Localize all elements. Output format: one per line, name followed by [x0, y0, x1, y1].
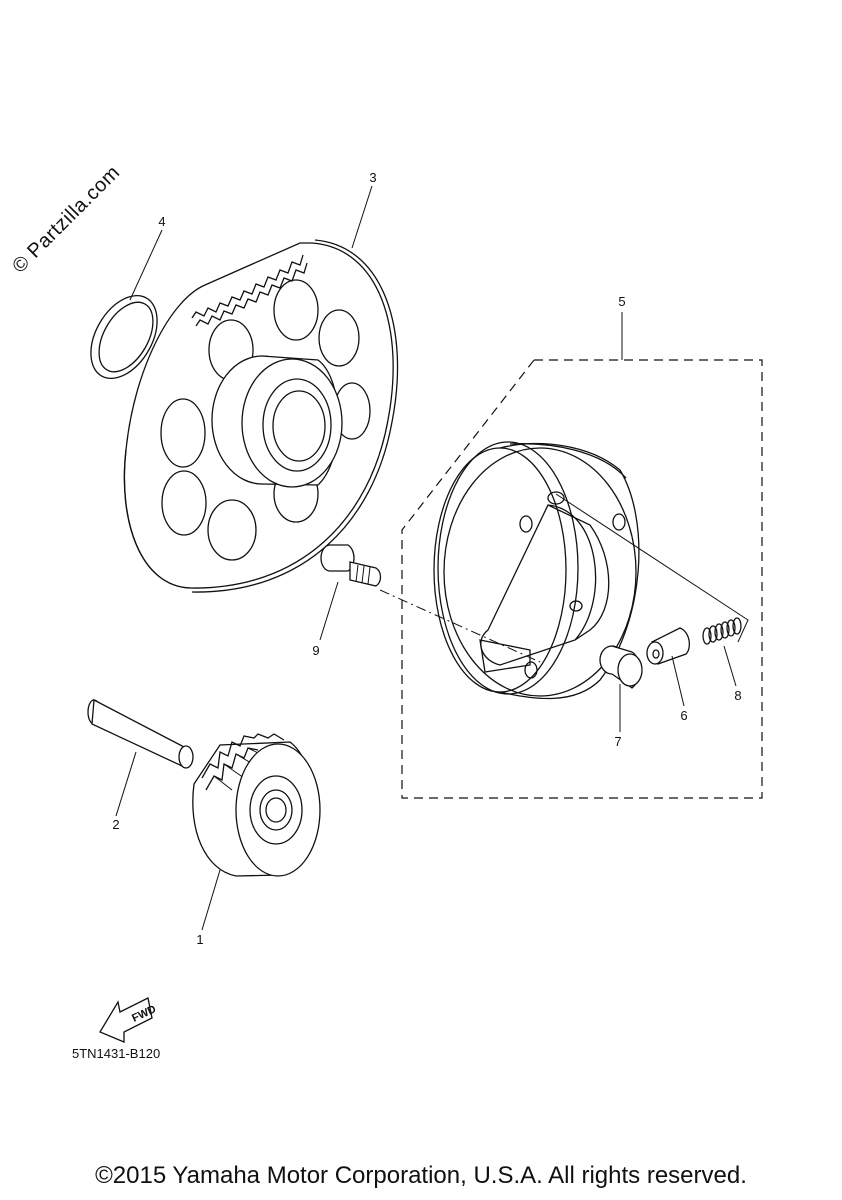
- callout-7[interactable]: 7: [614, 734, 621, 749]
- callout-8[interactable]: 8: [734, 688, 741, 703]
- copyright-notice: ©2015 Yamaha Motor Corporation, U.S.A. A…: [95, 1162, 747, 1189]
- leader-4: [129, 229, 163, 301]
- leader-9: [319, 581, 339, 641]
- part-4-washer[interactable]: [77, 284, 170, 390]
- part-1-idler-gear[interactable]: [192, 733, 321, 877]
- part-5-assembly-boundary: [401, 359, 763, 799]
- part-5-one-way-clutch[interactable]: [433, 441, 640, 700]
- callout-5[interactable]: 5: [618, 294, 625, 309]
- callout-9[interactable]: 9: [312, 643, 319, 658]
- part-3-starter-wheel-gear[interactable]: [123, 239, 399, 593]
- leader-1: [201, 869, 221, 931]
- bolt-axis: [379, 589, 541, 663]
- callout-3[interactable]: 3: [369, 170, 376, 185]
- part-7-roller[interactable]: [599, 645, 643, 689]
- callout-6[interactable]: 6: [680, 708, 687, 723]
- callout-2[interactable]: 2: [112, 817, 119, 832]
- part-6-plunger[interactable]: [646, 627, 691, 665]
- callout-4[interactable]: 4: [158, 214, 165, 229]
- part-2-shaft[interactable]: [87, 698, 194, 769]
- leader-8: [723, 645, 737, 687]
- assembly-guide-line: [555, 493, 749, 643]
- leader-2: [115, 751, 137, 817]
- leader-6: [671, 655, 685, 707]
- part-8-spring[interactable]: [702, 617, 742, 645]
- leader-3: [351, 185, 373, 249]
- diagram-code: 5TN1431-B120: [72, 1046, 161, 1061]
- fwd-arrow-icon: FWD: [99, 997, 158, 1043]
- part-9-bolt[interactable]: [320, 544, 382, 587]
- callout-1[interactable]: 1: [196, 932, 203, 947]
